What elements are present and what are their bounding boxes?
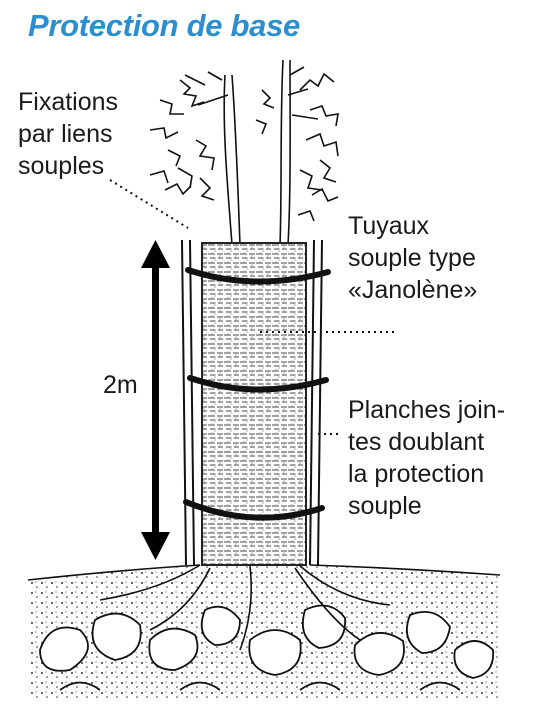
- roots-icon: [28, 565, 500, 700]
- height-arrow-icon: [141, 240, 170, 560]
- label-planches-line2: tes doublant: [348, 426, 505, 458]
- label-fixations: Fixations par liens souples: [18, 86, 118, 182]
- label-tuyaux-line2: souple type: [348, 242, 477, 274]
- label-planches-line1: Planches join-: [348, 394, 505, 426]
- label-tuyaux-line3: «Janolène»: [348, 274, 477, 306]
- tree-foliage-icon: [150, 60, 338, 245]
- label-fixations-line2: par liens: [18, 118, 118, 150]
- label-fixations-line1: Fixations: [18, 86, 118, 118]
- label-fixations-line3: souples: [18, 150, 118, 182]
- label-planches-line4: souple: [348, 490, 505, 522]
- label-planches-line3: la protection: [348, 458, 505, 490]
- label-tuyaux-line1: Tuyaux: [348, 210, 477, 242]
- label-height: 2m: [103, 369, 138, 401]
- page-title: Protection de base: [28, 8, 300, 44]
- label-tuyaux: Tuyaux souple type «Janolène»: [348, 210, 477, 306]
- label-planches: Planches join- tes doublant la protectio…: [348, 394, 505, 522]
